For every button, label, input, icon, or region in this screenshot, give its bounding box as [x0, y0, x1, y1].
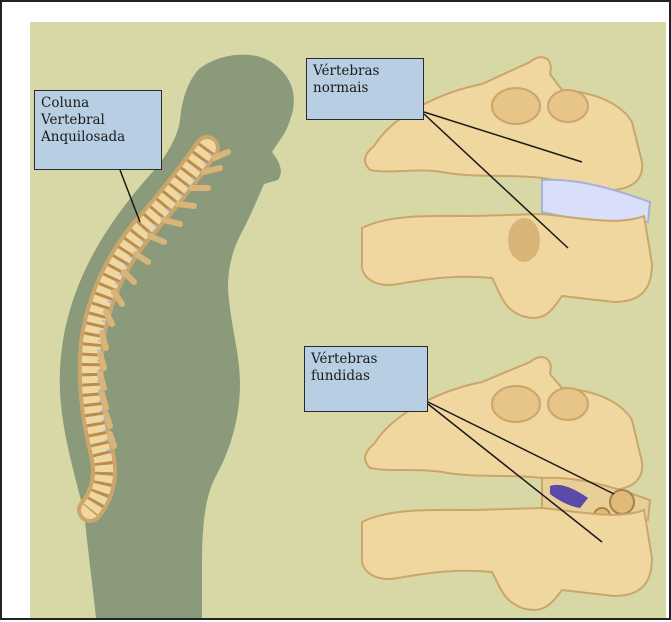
label-fused-vertebrae: Vértebras fundidas: [304, 346, 428, 412]
label-normal-vertebrae: Vértebras normais: [306, 58, 424, 120]
label-ankylosed-spine: Coluna Vertebral Anquilosada: [34, 90, 162, 170]
